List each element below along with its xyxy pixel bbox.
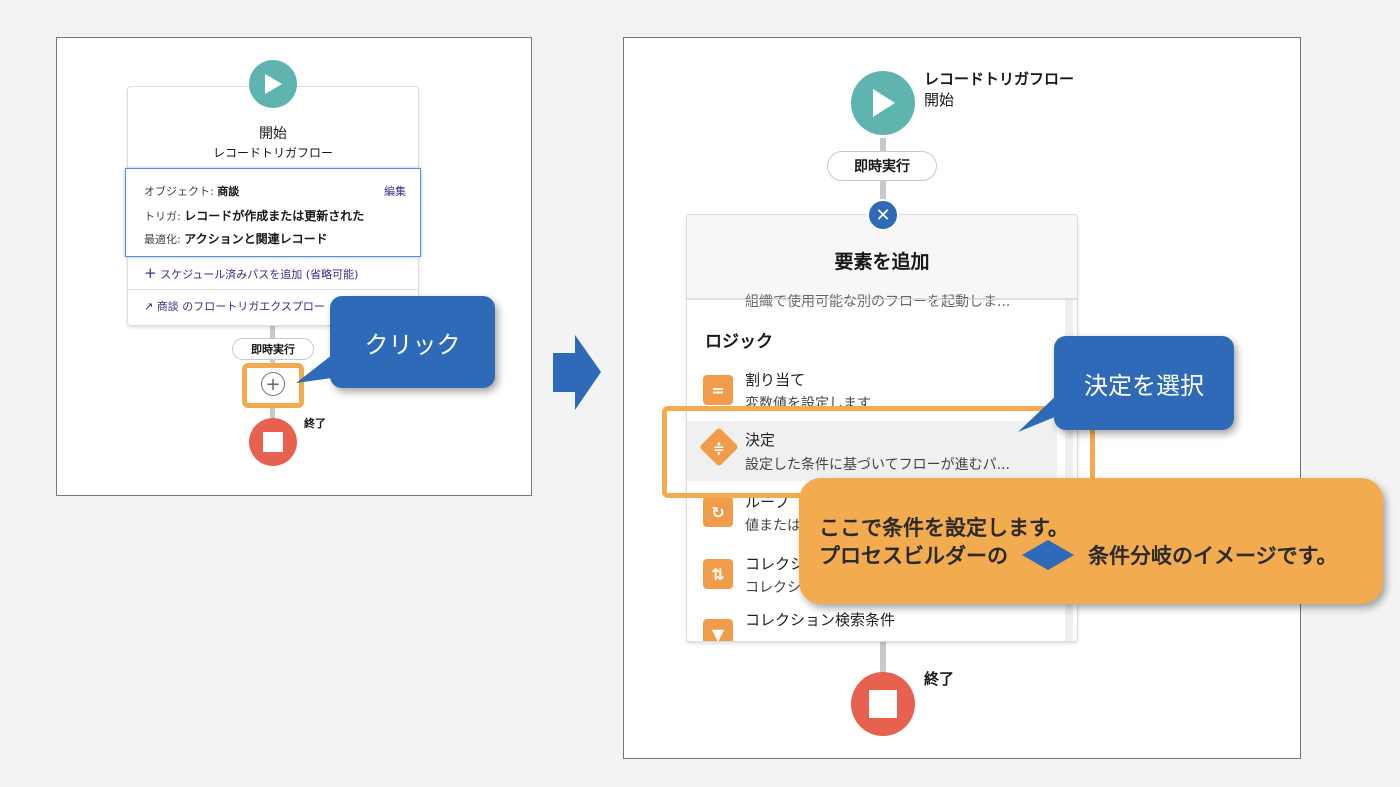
loop-icon: ↻ bbox=[703, 497, 733, 527]
optimize-label: 最適化: bbox=[144, 233, 181, 246]
close-panel-button[interactable]: ✕ bbox=[867, 199, 899, 231]
trigger-value: レコードが作成または更新された bbox=[184, 209, 365, 223]
end-label: 終了 bbox=[924, 670, 955, 688]
note-line-2b: 条件分岐のイメージです。 bbox=[1088, 544, 1338, 568]
click-callout: クリック bbox=[330, 296, 495, 388]
sort-icon: ⇅ bbox=[703, 559, 733, 589]
left-screenshot-panel: 開始 レコードトリガフロー オブジェクト: 商談 編集 トリガ: レコードが作成… bbox=[56, 37, 532, 496]
end-stop-icon bbox=[249, 418, 297, 466]
flow-subtitle: 開始 bbox=[924, 91, 955, 109]
panel-scrollbar[interactable] bbox=[1065, 300, 1073, 641]
object-value: 商談 bbox=[217, 185, 240, 198]
element-collection-filter[interactable]: ▼ コレクション検索条件 bbox=[687, 609, 1057, 641]
select-decision-callout: 決定を選択 bbox=[1054, 336, 1234, 430]
filter-icon: ▼ bbox=[703, 619, 733, 641]
edit-link[interactable]: 編集 bbox=[384, 185, 406, 198]
object-label: オブジェクト: bbox=[144, 185, 214, 198]
external-link-icon: ↗ bbox=[144, 300, 154, 313]
flow-title: レコードトリガフロー bbox=[924, 70, 1075, 88]
element-decision[interactable]: ≑ 決定 設定した条件に基づいてフローが進むパ... bbox=[687, 421, 1057, 481]
flow-trigger-explorer-link[interactable]: ↗ 商談 のフロートリガエクスプロー bbox=[144, 300, 325, 313]
start-title: 開始 bbox=[259, 126, 287, 142]
start-card: 開始 レコードトリガフロー オブジェクト: 商談 編集 トリガ: レコードが作成… bbox=[125, 86, 421, 326]
start-play-icon bbox=[249, 60, 297, 108]
callout-pointer bbox=[1018, 392, 1060, 432]
add-scheduled-path-link[interactable]: + スケジュール済みパスを追加 (省略可能) bbox=[144, 264, 359, 282]
end-stop-icon bbox=[851, 672, 915, 736]
panel-title: 要素を追加 bbox=[834, 251, 930, 273]
end-label: 終了 bbox=[304, 417, 326, 430]
trigger-details-box[interactable]: オブジェクト: 商談 編集 トリガ: レコードが作成または更新された 最適化: … bbox=[125, 168, 421, 257]
start-subtitle: レコードトリガフロー bbox=[212, 146, 333, 160]
callout-pointer bbox=[296, 355, 332, 383]
start-play-icon bbox=[851, 71, 915, 135]
truncated-item-desc: 組織で使用可能な別のフローを起動しま... bbox=[745, 294, 1011, 310]
decision-diamond-icon bbox=[1022, 540, 1074, 570]
run-immediately-pill: 即時実行 bbox=[232, 338, 314, 360]
note-callout: ここで条件を設定します。 プロセスビルダーの 条件分岐のイメージです。 bbox=[799, 478, 1383, 604]
note-line-1: ここで条件を設定します。 bbox=[819, 516, 1069, 540]
optimize-value: アクションと関連レコード bbox=[184, 232, 328, 246]
assignment-icon: = bbox=[703, 375, 733, 405]
run-immediately-pill: 即時実行 bbox=[827, 151, 937, 181]
plus-icon: + bbox=[144, 264, 157, 282]
trigger-label: トリガ: bbox=[144, 210, 181, 223]
add-element-button[interactable]: + bbox=[261, 372, 285, 396]
section-logic: ロジック bbox=[705, 332, 773, 352]
note-line-2a: プロセスビルダーの bbox=[819, 544, 1008, 568]
element-collection-sort[interactable]: ⇅ コレクシ コレクシ bbox=[687, 549, 1057, 599]
next-step-arrow-icon bbox=[553, 335, 601, 410]
